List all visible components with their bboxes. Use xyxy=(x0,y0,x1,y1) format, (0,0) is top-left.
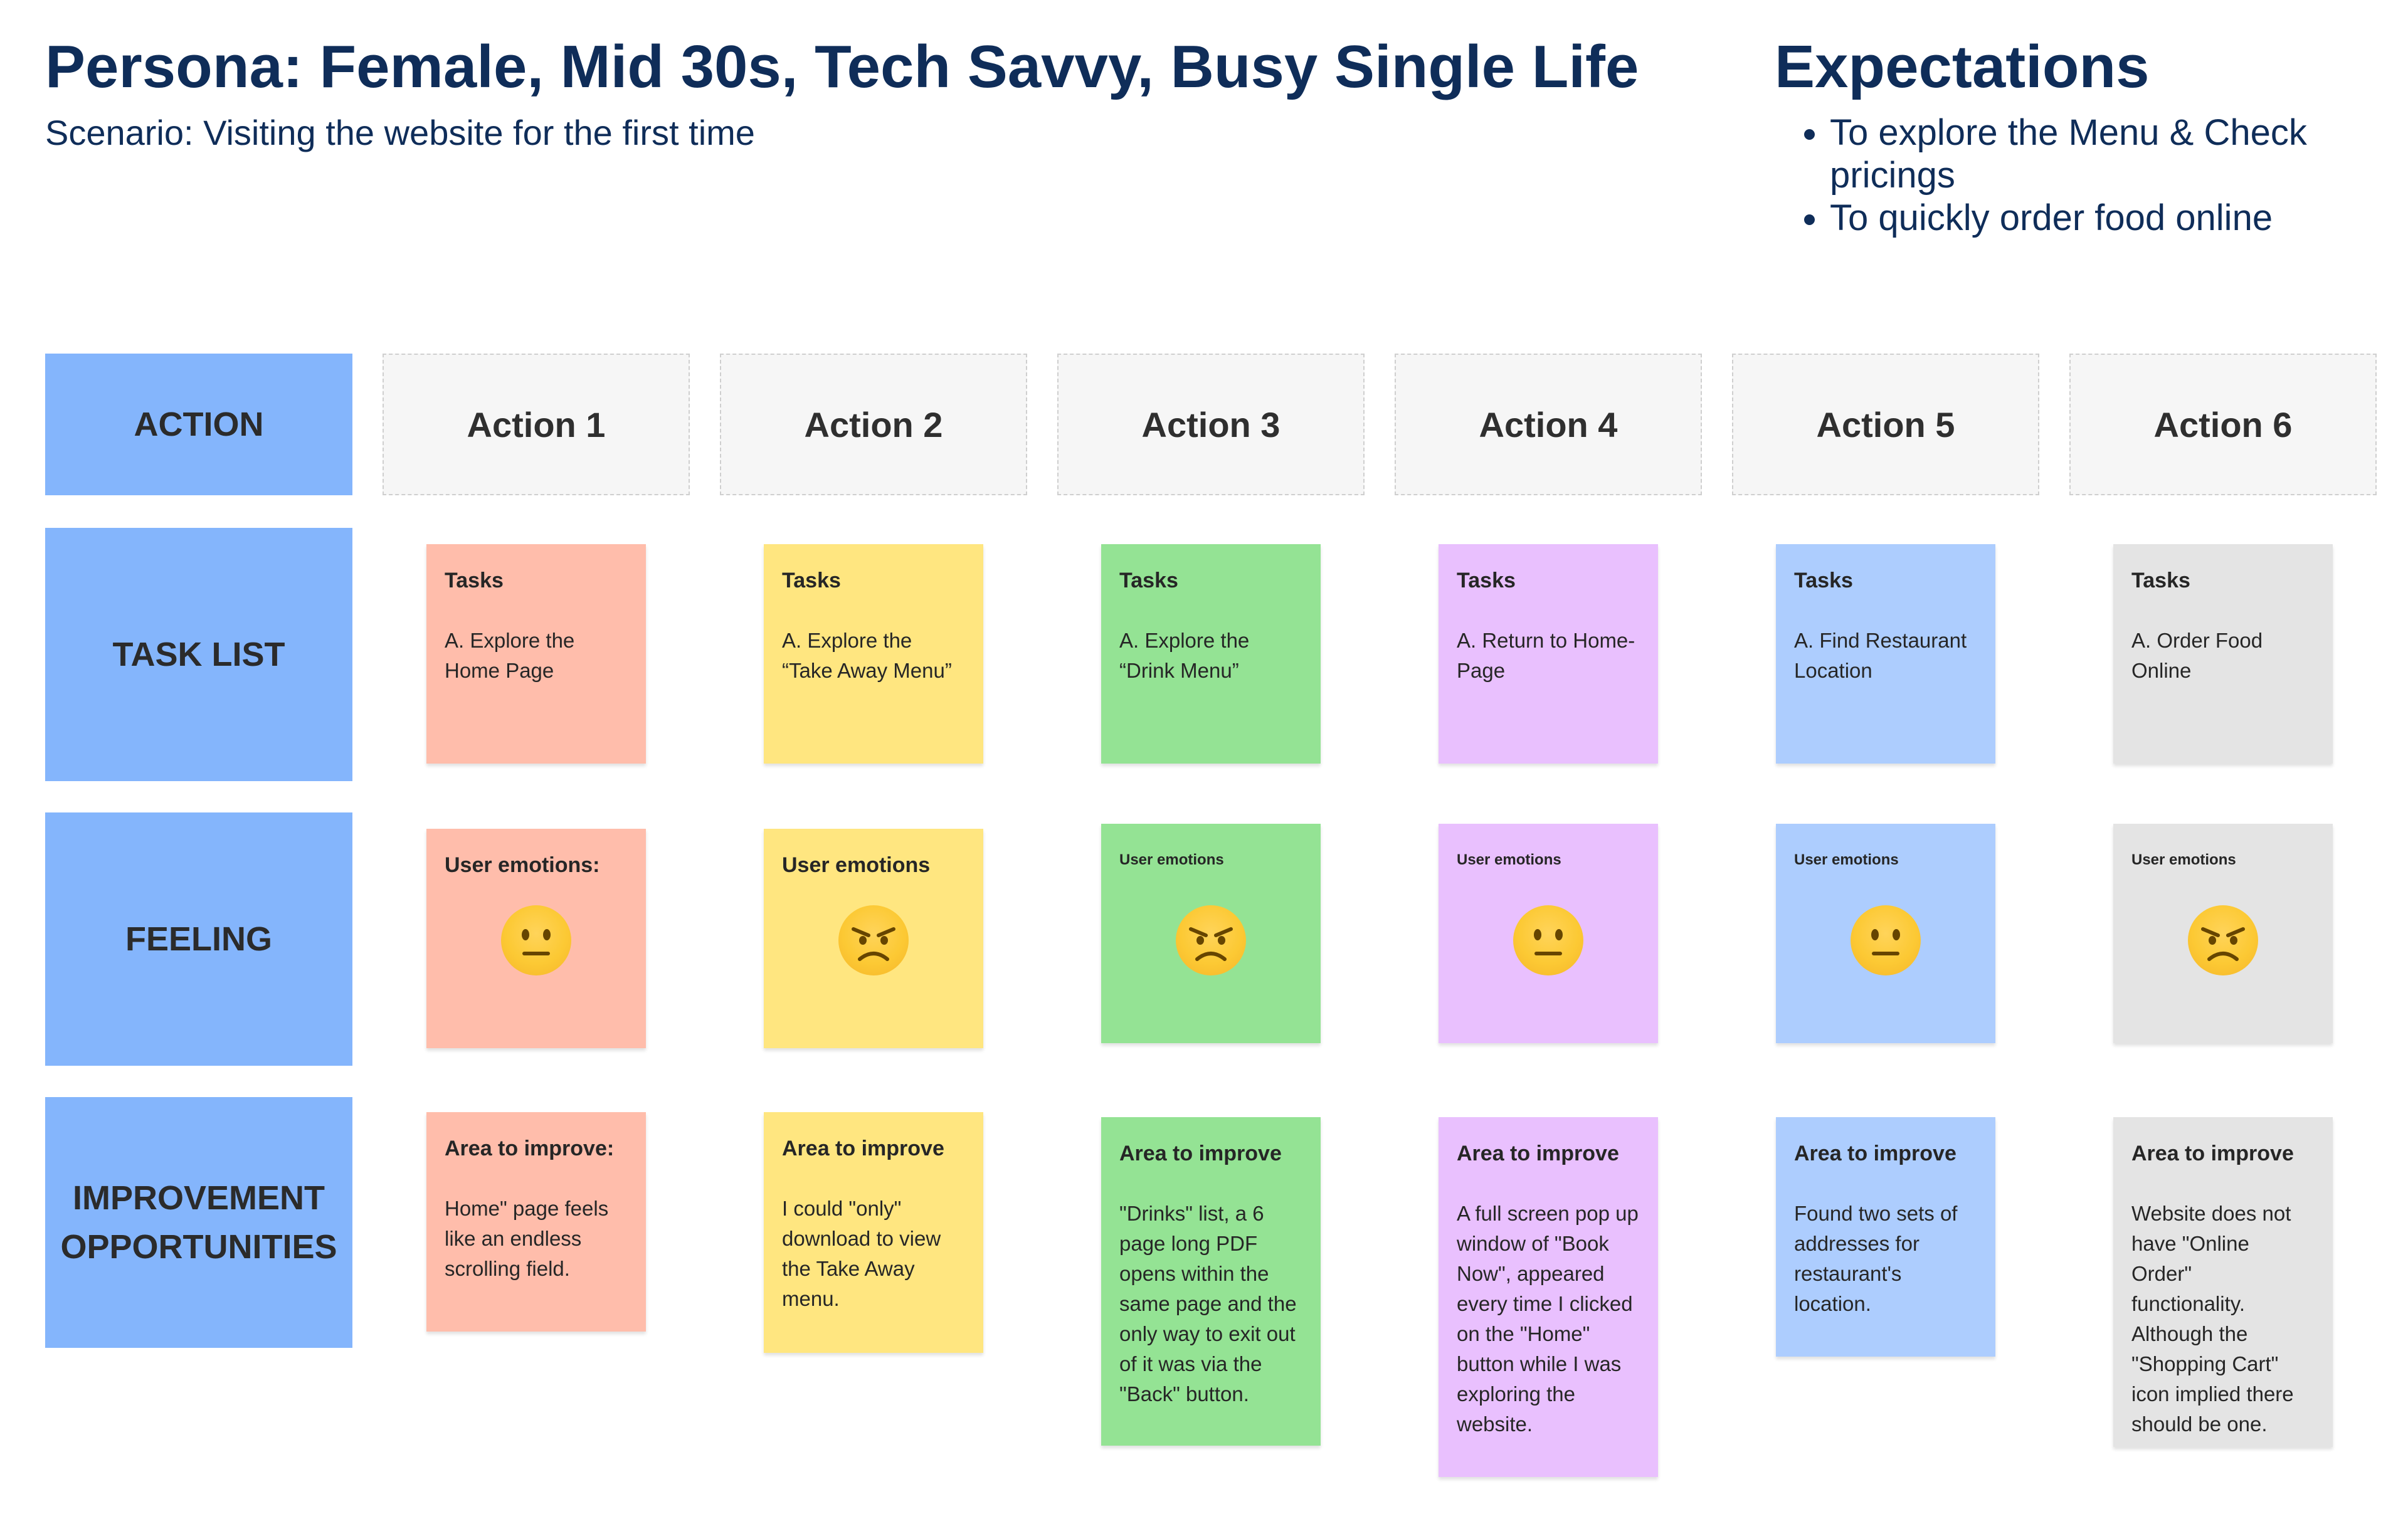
improvement-note-1: Area to improve: Home" page feels like a… xyxy=(426,1112,646,1332)
expectation-item: To quickly order food online xyxy=(1830,197,2408,239)
feeling-note-1: User emotions: xyxy=(426,829,646,1048)
scenario-subtitle: Scenario: Visiting the website for the f… xyxy=(45,113,755,152)
improvement-note-6: Area to improve Website does not have "O… xyxy=(2113,1117,2333,1447)
action-header-3: Action 3 xyxy=(1057,354,1365,495)
feeling-note-5: User emotions xyxy=(1776,824,1995,1043)
improvement-note-4: Area to improve A full screen pop up win… xyxy=(1439,1117,1658,1477)
angry-face-icon xyxy=(2188,905,2258,975)
neutral-face-icon xyxy=(1513,905,1583,975)
persona-title: Persona: Female, Mid 30s, Tech Savvy, Bu… xyxy=(45,33,1639,100)
task-note-6: Tasks A. Order Food Online xyxy=(2113,544,2333,764)
neutral-face-icon xyxy=(501,905,571,975)
feeling-note-3: User emotions xyxy=(1101,824,1321,1043)
task-note-5: Tasks A. Find Restaurant Location xyxy=(1776,544,1995,764)
feeling-note-4: User emotions xyxy=(1439,824,1658,1043)
row-label-improvement: IMPROVEMENT OPPORTUNITIES xyxy=(45,1097,352,1348)
task-note-3: Tasks A. Explore the “Drink Menu” xyxy=(1101,544,1321,764)
improvement-note-5: Area to improve Found two sets of addres… xyxy=(1776,1117,1995,1357)
row-label-feeling: FEELING xyxy=(45,812,352,1066)
expectations-title: Expectations xyxy=(1775,33,2150,100)
angry-face-icon xyxy=(1176,905,1246,975)
improvement-note-2: Area to improve I could "only" download … xyxy=(764,1112,983,1353)
neutral-face-icon xyxy=(1851,905,1921,975)
task-note-1: Tasks A. Explore the Home Page xyxy=(426,544,646,764)
task-note-4: Tasks A. Return to Home- Page xyxy=(1439,544,1658,764)
feeling-note-6: User emotions xyxy=(2113,824,2333,1043)
action-header-5: Action 5 xyxy=(1732,354,2039,495)
row-label-action: ACTION xyxy=(45,354,352,495)
action-header-1: Action 1 xyxy=(383,354,690,495)
action-header-6: Action 6 xyxy=(2069,354,2377,495)
task-note-2: Tasks A. Explore the “Take Away Menu” xyxy=(764,544,983,764)
expectations-list: To explore the Menu & Check pricings To … xyxy=(1775,112,2408,239)
expectation-item: To explore the Menu & Check pricings xyxy=(1830,112,2408,197)
action-header-4: Action 4 xyxy=(1395,354,1702,495)
improvement-note-3: Area to improve "Drinks" list, a 6 page … xyxy=(1101,1117,1321,1446)
feeling-note-2: User emotions xyxy=(764,829,983,1048)
row-label-task-list: TASK LIST xyxy=(45,528,352,781)
action-header-2: Action 2 xyxy=(720,354,1027,495)
angry-face-icon xyxy=(838,905,909,975)
